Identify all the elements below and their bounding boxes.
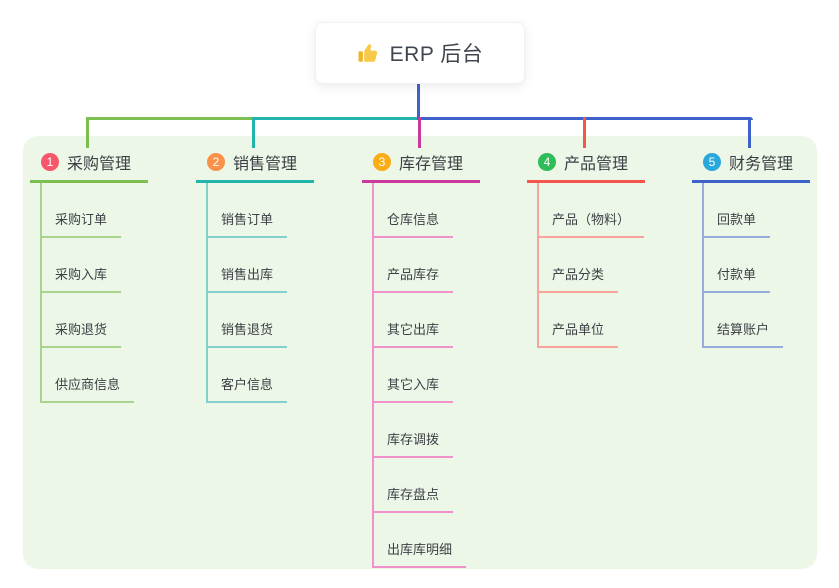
child-node[interactable]: 供应商信息 [40,348,180,403]
child-label: 付款单 [702,264,771,293]
branches-panel [23,136,817,569]
child-label: 产品单位 [537,319,619,348]
branch-connector-line [418,117,421,148]
child-label: 库存盘点 [372,484,454,513]
branch-connector-line [252,117,255,148]
child-label: 客户信息 [206,374,288,403]
branch-number-badge: 1 [41,153,59,171]
child-label: 仓库信息 [372,209,454,238]
branch-connector-line [583,117,586,148]
branch-connector-line [748,117,751,148]
child-label: 销售出库 [206,264,288,293]
child-label: 产品分类 [537,264,619,293]
branch-number-badge: 4 [538,153,556,171]
child-node[interactable]: 采购退货 [40,293,180,348]
branch-number-badge: 5 [703,153,721,171]
branch-number-badge: 2 [207,153,225,171]
child-node[interactable]: 销售出库 [206,238,346,293]
branch-header[interactable]: 2 销售管理 [196,150,314,183]
child-node[interactable]: 结算账户 [702,293,839,348]
root-connector-line [417,83,420,118]
child-label: 产品（物料） [537,209,645,238]
child-label: 采购退货 [40,319,122,348]
child-node[interactable]: 销售退货 [206,293,346,348]
branch-label: 采购管理 [67,156,132,173]
child-node[interactable]: 出库库明细 [372,513,512,568]
child-label: 回款单 [702,209,771,238]
rail-segment-1 [87,117,253,120]
branch-children: 回款单付款单结算账户 [702,183,839,348]
child-label: 库存调拨 [372,429,454,458]
children-connector-line [206,183,208,403]
child-node[interactable]: 产品单位 [537,293,677,348]
branch-header[interactable]: 1 采购管理 [30,150,148,183]
child-node[interactable]: 库存调拨 [372,403,512,458]
child-label: 产品库存 [372,264,454,293]
branch-children: 销售订单销售出库销售退货客户信息 [206,183,346,403]
child-label: 采购入库 [40,264,122,293]
child-label: 供应商信息 [40,374,135,403]
branch-connector-line [86,117,89,148]
child-node[interactable]: 客户信息 [206,348,346,403]
branch: 1 采购管理采购订单采购入库采购退货供应商信息 [30,117,180,403]
child-node[interactable]: 其它入库 [372,348,512,403]
child-node[interactable]: 产品库存 [372,238,512,293]
branch-label: 产品管理 [564,156,629,173]
child-node[interactable]: 销售订单 [206,183,346,238]
thumbs-up-icon [358,44,377,62]
branch-label: 销售管理 [233,156,298,173]
branch: 5 财务管理回款单付款单结算账户 [692,117,839,348]
branch-children: 仓库信息产品库存其它出库其它入库库存调拨库存盘点出库库明细 [372,183,512,568]
branch-label: 财务管理 [729,156,794,173]
child-node[interactable]: 付款单 [702,238,839,293]
child-label: 其它入库 [372,374,454,403]
children-connector-line [372,183,374,568]
child-node[interactable]: 采购入库 [40,238,180,293]
branch: 4 产品管理产品（物料） 产品分类产品单位 [527,117,677,348]
child-label: 销售订单 [206,209,288,238]
child-label: 其它出库 [372,319,454,348]
child-node[interactable]: 仓库信息 [372,183,512,238]
child-label: 结算账户 [702,319,784,348]
root-node[interactable]: ERP 后台 [315,22,525,84]
children-connector-line [702,183,704,348]
branch-number-badge: 3 [373,153,391,171]
rail-segment-2 [253,117,417,120]
root-label: ERP 后台 [389,43,484,66]
branch-label: 库存管理 [399,156,464,173]
child-node[interactable]: 产品分类 [537,238,677,293]
branch-header[interactable]: 3 库存管理 [362,150,480,183]
branch-header[interactable]: 5 财务管理 [692,150,810,183]
child-node[interactable]: 其它出库 [372,293,512,348]
branch-header[interactable]: 4 产品管理 [527,150,645,183]
child-label: 出库库明细 [372,539,467,568]
child-node[interactable]: 回款单 [702,183,839,238]
children-connector-line [40,183,42,403]
branch-children: 采购订单采购入库采购退货供应商信息 [40,183,180,403]
branch: 3 库存管理仓库信息产品库存其它出库其它入库库存调拨库存盘点出库库明细 [362,117,512,568]
branch-children: 产品（物料） 产品分类产品单位 [537,183,677,348]
child-label: 采购订单 [40,209,122,238]
child-node[interactable]: 库存盘点 [372,458,512,513]
child-node[interactable]: 产品（物料） [537,183,677,238]
child-label: 销售退货 [206,319,288,348]
branch: 2 销售管理销售订单销售出库销售退货客户信息 [196,117,346,403]
child-node[interactable]: 采购订单 [40,183,180,238]
children-connector-line [537,183,539,348]
